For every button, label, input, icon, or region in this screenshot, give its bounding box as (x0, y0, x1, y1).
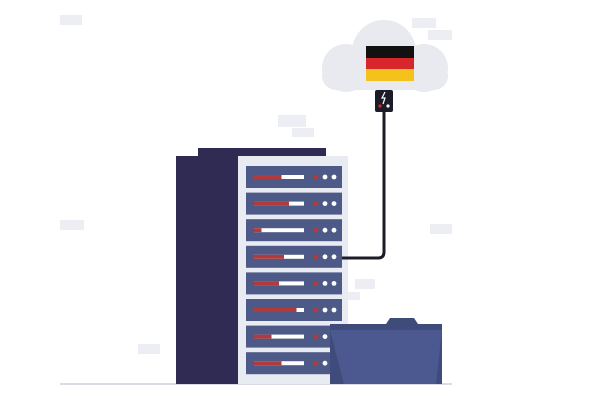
plug-led-white (386, 104, 390, 108)
server-top-cap (198, 148, 326, 156)
germany-flag-icon (366, 46, 414, 81)
server-unit-led (331, 227, 337, 233)
plug-led-red (378, 104, 382, 108)
flag-stripe-red (366, 58, 414, 69)
server-unit-led (313, 201, 319, 207)
flag-stripe-gold (366, 69, 414, 81)
server-unit-level-bar (254, 281, 279, 286)
server-side-panel (176, 156, 238, 384)
server-tower (176, 148, 348, 384)
plug-lightning-icon (381, 91, 386, 105)
decor-block (138, 344, 160, 354)
decor-block (60, 220, 84, 230)
folder-icon (330, 318, 442, 384)
server-unit (246, 245, 342, 268)
server-unit-led (313, 254, 319, 260)
decor-block (428, 30, 452, 40)
network-cable (342, 112, 386, 260)
server-unit-level-bar (254, 308, 297, 312)
server-unit-led (313, 281, 319, 286)
server-unit-led (331, 174, 337, 180)
server-unit-led (331, 254, 337, 260)
server-unit-led (322, 360, 328, 366)
server-unit-led (313, 360, 319, 366)
server-unit-stripe (254, 228, 304, 233)
server-unit-led (313, 334, 319, 339)
server-unit-level-bar (254, 334, 272, 339)
decor-block (278, 115, 306, 127)
server-unit (246, 272, 342, 295)
server-unit-led (322, 307, 328, 313)
server-unit-led (331, 201, 337, 207)
flag-stripe-black (366, 46, 414, 58)
server-unit-level-bar (254, 228, 262, 233)
server-unit (246, 352, 342, 375)
server-unit-led (331, 307, 337, 313)
server-unit-led (322, 334, 328, 339)
server-unit-level-bar (254, 175, 282, 179)
server-unit-level-bar (254, 201, 289, 206)
server-unit (246, 166, 342, 188)
server-unit-led (322, 174, 328, 180)
decor-block (292, 128, 314, 137)
server-unit-led (322, 227, 328, 233)
decor-blocks (60, 15, 452, 354)
server-units (246, 166, 342, 375)
server-unit-level-bar (254, 361, 282, 366)
server-unit (246, 219, 342, 242)
server-unit-led (322, 254, 328, 260)
server-unit-level-bar (254, 254, 284, 259)
decor-block (430, 224, 452, 234)
decor-block (346, 292, 360, 300)
decor-block (412, 18, 436, 28)
server-unit-led (331, 281, 337, 286)
server-unit-led (313, 174, 319, 180)
decor-block (355, 279, 375, 289)
server-unit-led (313, 307, 319, 313)
server-unit (246, 192, 342, 215)
folder-front (330, 330, 442, 384)
decor-block (60, 15, 82, 25)
server-unit (246, 299, 342, 321)
server-unit-led (313, 227, 319, 233)
server-unit-led (322, 281, 328, 286)
server-unit-stripe (254, 334, 304, 339)
server-unit-led (322, 201, 328, 207)
server-unit (246, 325, 342, 348)
